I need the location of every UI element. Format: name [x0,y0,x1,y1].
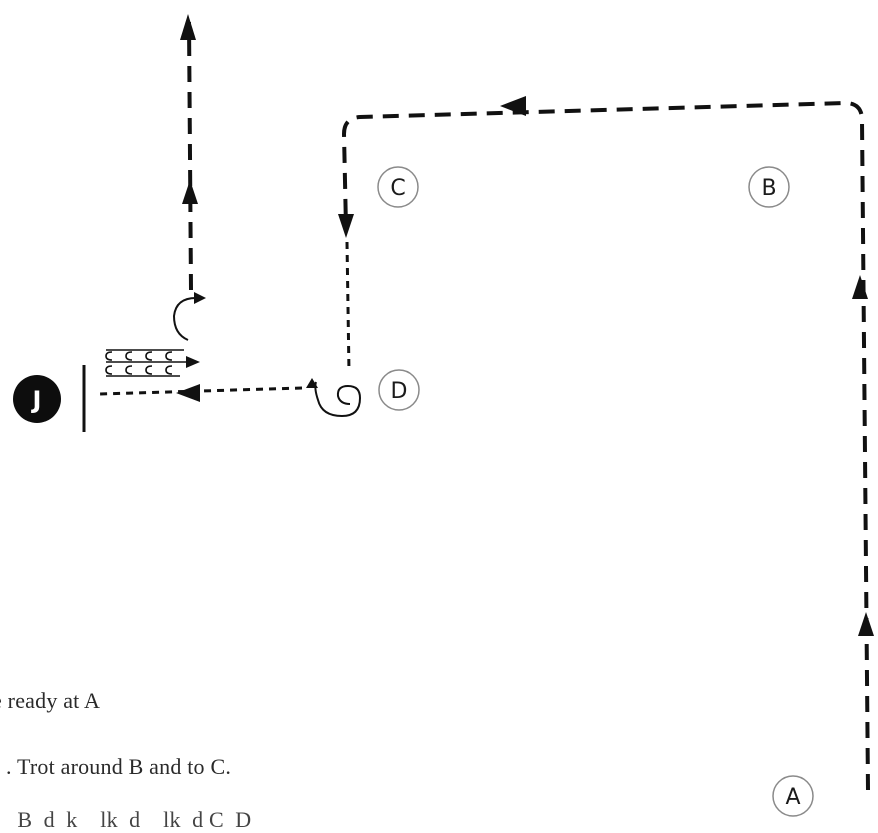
arrow-down-c [338,214,354,238]
arrow-left-top [500,96,526,116]
arrow-right-backing [186,356,200,368]
caption-line-3: B d k lk d lk d C D [6,807,252,832]
marker-c-label: C [390,176,405,201]
marker-a: A [772,775,814,817]
marker-c: C [377,166,419,208]
arrow-up-top-left [180,14,196,40]
path-exit-up [187,21,193,291]
spiral-at-d [314,381,362,418]
marker-b-label: B [761,176,776,201]
path-c-to-d [345,241,351,373]
caption-line-1: e ready at A [0,688,101,713]
path-a-to-b [341,100,870,791]
arrow-up-mid-left [182,180,198,204]
arrow-left-to-j [176,384,200,402]
marker-j-label: J [31,386,42,414]
arrow-up-lower-right [858,612,874,636]
arrow-up-upper-right [852,275,868,299]
path-d-to-j [99,386,303,396]
marker-a-label: A [785,785,800,810]
marker-d: D [378,369,420,411]
backing-marks [105,349,194,377]
marker-d-label: D [391,379,408,404]
arrow-spiral-tip [306,378,318,388]
turn-arc [172,297,197,341]
marker-b: B [748,166,790,208]
caption-line-2: . Trot around B and to C. [6,754,232,779]
arrow-turn-tip [194,292,206,304]
marker-j: J [13,375,61,423]
